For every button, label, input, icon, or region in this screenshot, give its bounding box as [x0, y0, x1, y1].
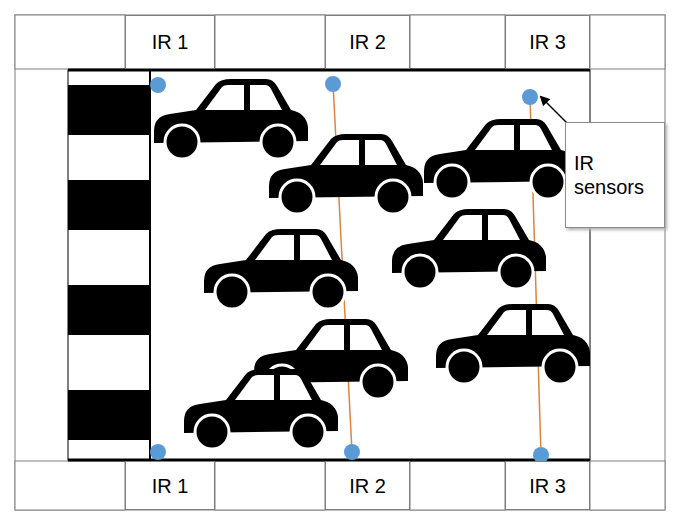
sensor-label-cell: IR 2 — [325, 461, 410, 510]
sensor-label-cell: IR 3 — [505, 15, 590, 69]
sensor-label: IR 3 — [529, 30, 566, 54]
sensor-label-cell: IR 3 — [505, 461, 590, 510]
sensor-label: IR 2 — [349, 30, 386, 54]
sensor-label: IR 1 — [152, 474, 189, 498]
sensor-label-cell: IR 2 — [325, 15, 410, 69]
sensor-label: IR 3 — [529, 474, 566, 498]
sensor-label-cell: IR 1 — [125, 461, 215, 510]
callout-box: IR sensors — [565, 122, 665, 228]
sensor-label-cell: IR 1 — [125, 15, 215, 69]
sensor-label: IR 2 — [349, 474, 386, 498]
sensor-label: IR 1 — [152, 30, 189, 54]
sensor-label: IR sensors — [574, 151, 656, 199]
